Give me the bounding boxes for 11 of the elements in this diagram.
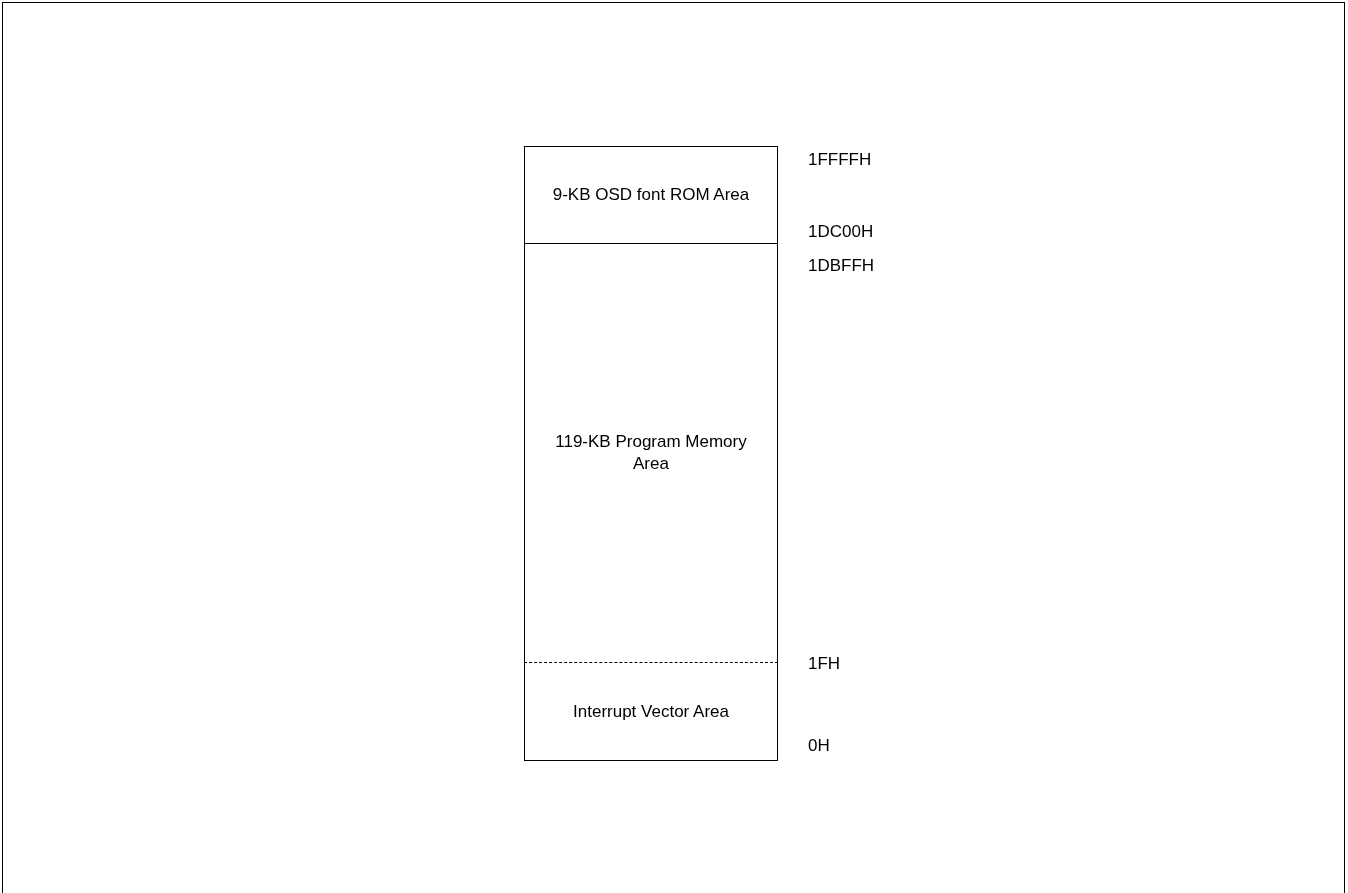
memory-region — [524, 662, 778, 761]
region-label: 9-KB OSD font ROM Area — [552, 184, 750, 206]
address-label: 1FFFFH — [808, 150, 872, 170]
address-label: 1DC00H — [808, 222, 874, 242]
address-label: 0H — [808, 736, 830, 756]
memory-region — [524, 146, 778, 244]
region-label: Interrupt Vector Area — [573, 700, 729, 723]
address-label: 1DBFFH — [808, 256, 875, 276]
memory-region — [524, 243, 778, 663]
region-label: 119-KB Program Memory Area — [554, 431, 748, 475]
address-label: 1FH — [808, 654, 841, 674]
